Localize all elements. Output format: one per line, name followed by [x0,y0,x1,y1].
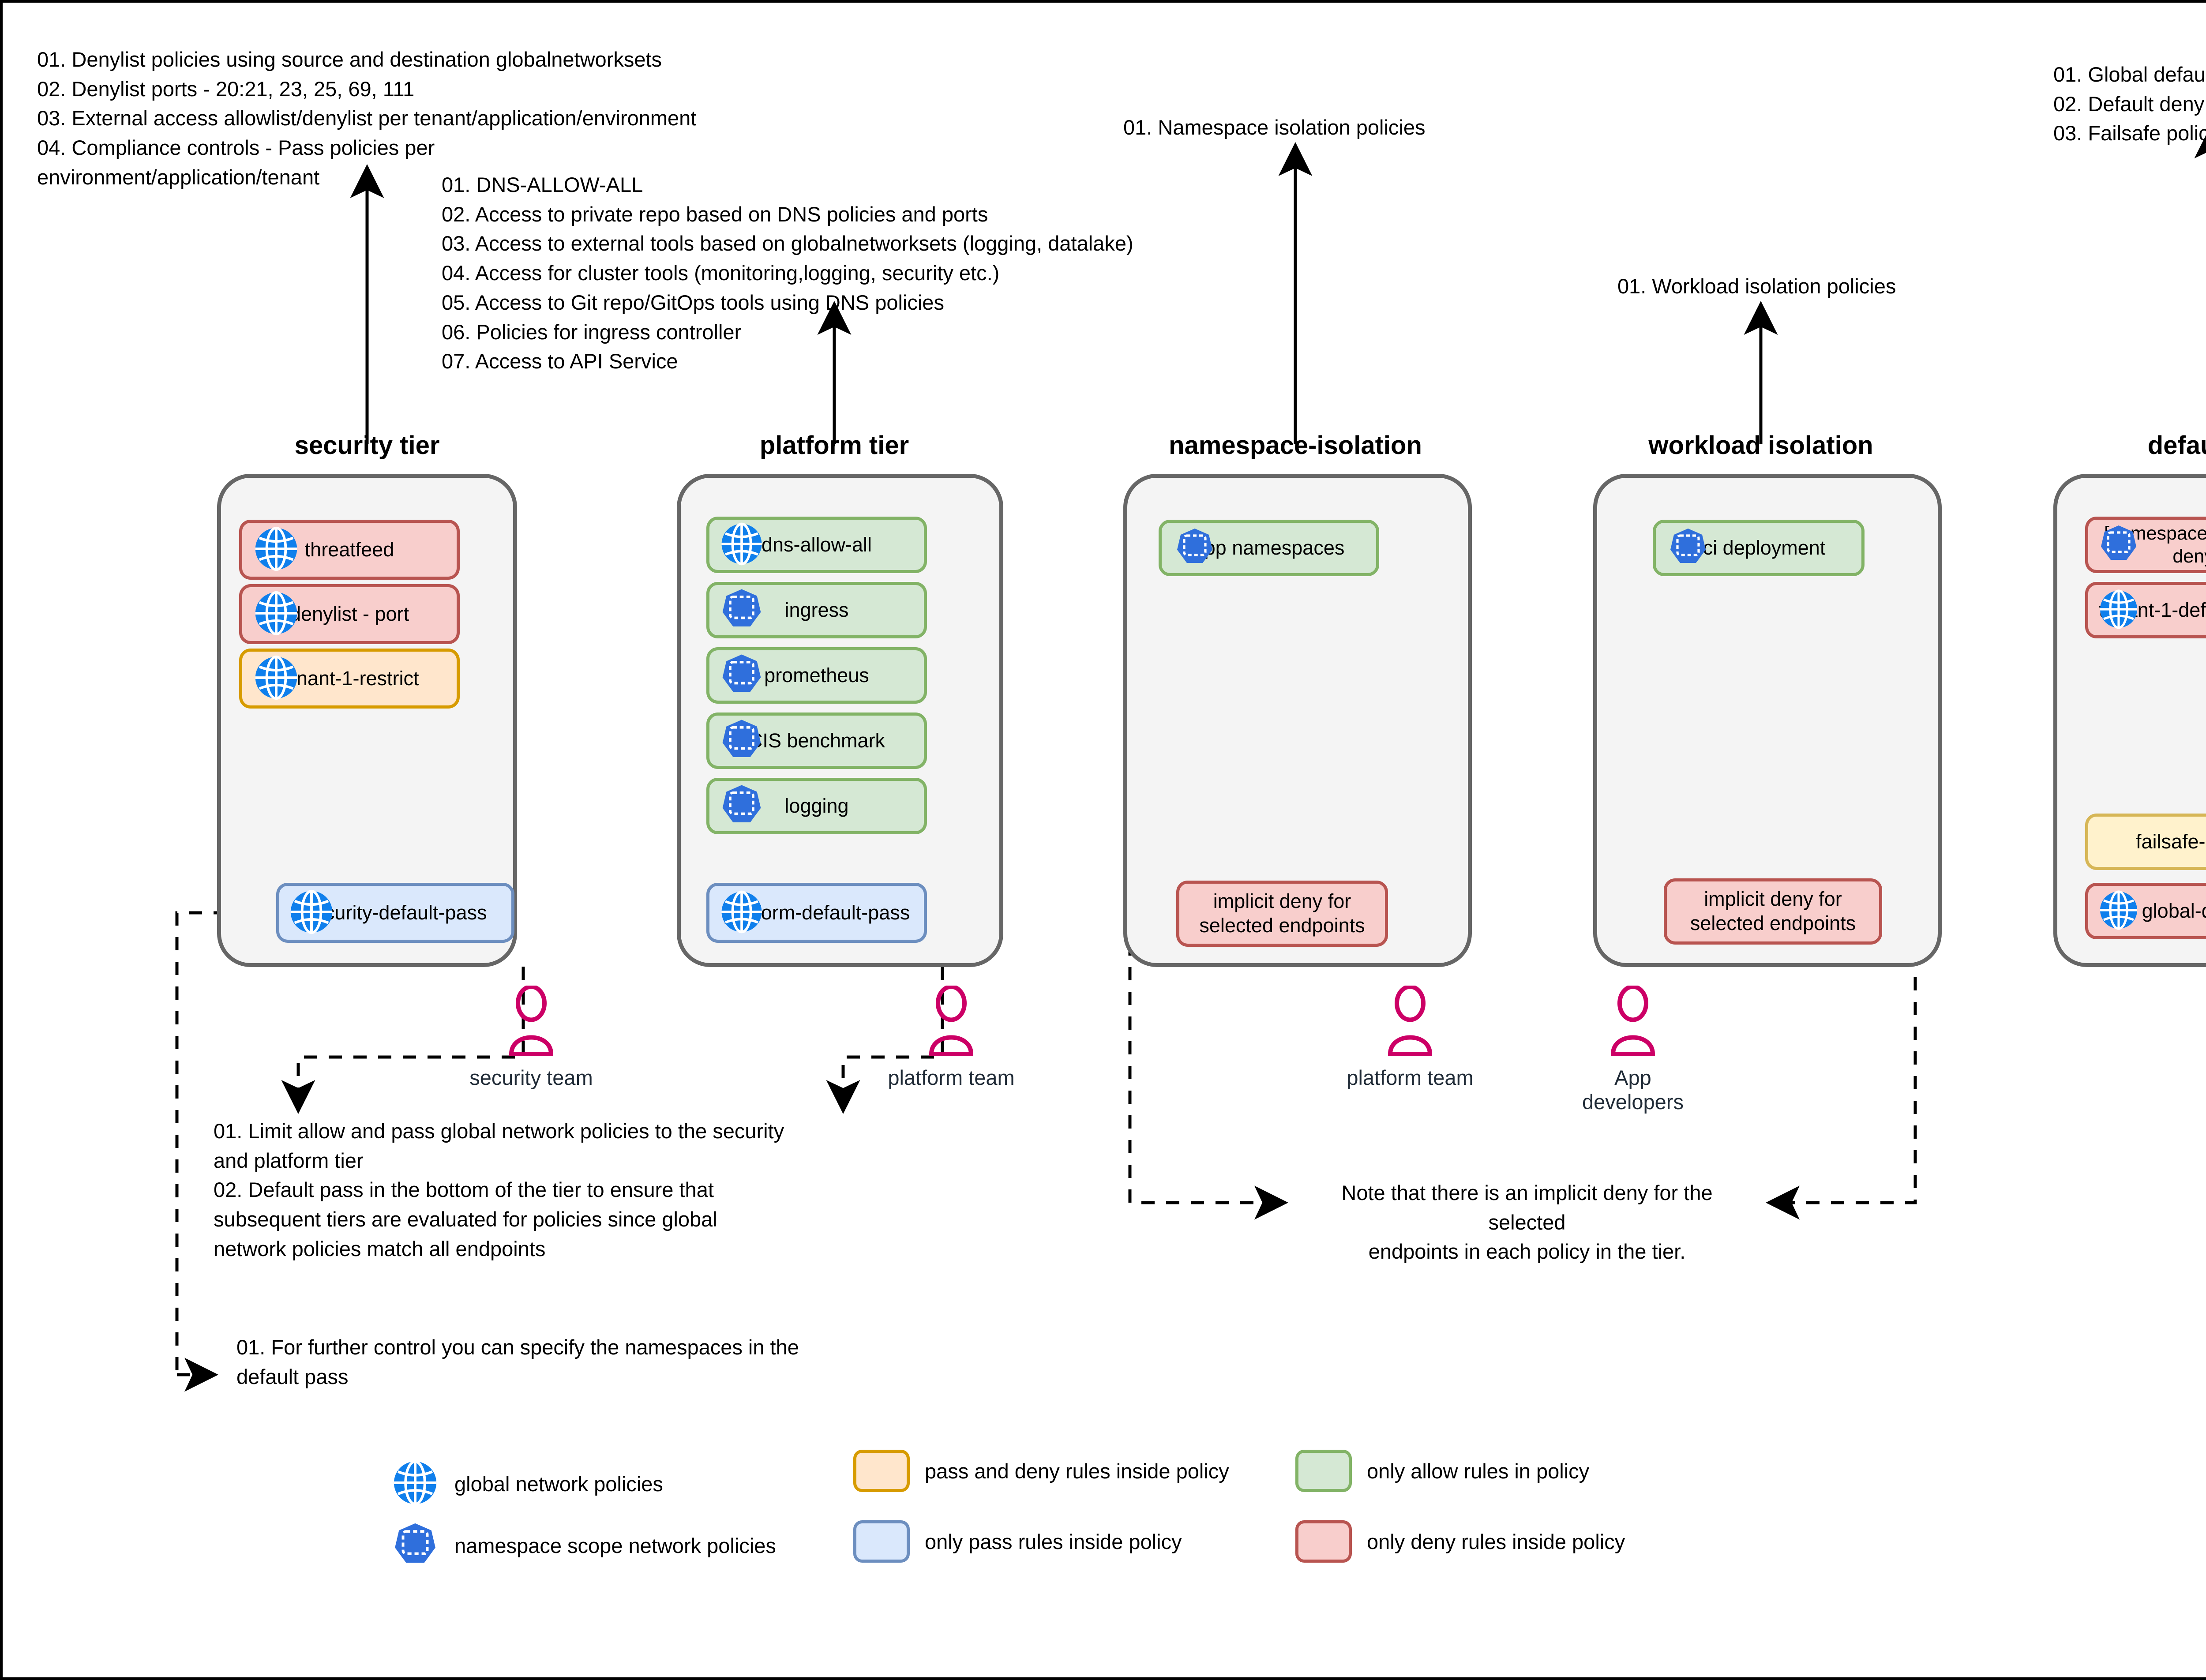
persona-platform-team-1: platform team [885,984,1017,1090]
globe-icon [2097,889,2140,934]
tier-title-platform: platform tier [759,431,909,460]
persona-label: platform team [1347,1066,1474,1089]
policy-namespace-implicit-deny[interactable]: implicit deny for selected endpoints [1176,881,1388,947]
user-icon [509,984,554,1056]
security-tier-notes: 01. Denylist policies using source and d… [37,48,697,189]
persona-platform-team-2: platform team [1344,984,1476,1090]
user-icon [1610,984,1655,1056]
policy-failsafe-allow[interactable]: failsafe-allow [2085,814,2206,870]
policy-workload-implicit-deny[interactable]: implicit deny for selected endpoints [1664,878,1882,945]
namespace-scope-icon [719,652,765,700]
legend-swatch-mixed [853,1450,910,1492]
legend-item-pass-and-deny: pass and deny rules inside policy [853,1450,1229,1492]
legend-label: only deny rules inside policy [1367,1530,1625,1553]
legend-label: global network policies [454,1472,663,1496]
namespace-scope-icon [719,586,765,634]
legend-item-global-network-policies: global network policies [391,1459,663,1509]
user-icon [1388,984,1433,1056]
tier-title-default: default tier [2147,431,2206,460]
legend-label: namespace scope network policies [454,1534,776,1557]
globe-icon [252,525,300,575]
legend-swatch-allow [1295,1450,1352,1492]
legend-label: only pass rules inside policy [925,1530,1182,1553]
globe-icon [252,654,300,704]
workload-isolation-notes: 01. Workload isolation policies [1617,274,1896,298]
tier-title-workload-isolation: workload isolation [1648,431,1873,460]
namespace-scope-icon [719,782,765,830]
tier-title-namespace-isolation: namespace-isolation [1169,431,1422,460]
legend-swatch-pass [853,1520,910,1563]
implicit-deny-note: Note that there is an implicit deny for … [1341,1181,1713,1264]
default-pass-guidance-note: 01. For further control you can specify … [236,1335,799,1388]
namespace-scope-icon [2097,523,2140,567]
persona-security-team-1: security team [465,984,597,1090]
legend-label: only allow rules in policy [1367,1459,1590,1483]
legend-item-only-deny: only deny rules inside policy [1295,1520,1625,1563]
namespace-scope-icon [1174,526,1216,570]
namespace-scope-icon [391,1520,439,1571]
namespace-isolation-notes: 01. Namespace isolation policies [1123,116,1426,139]
namespace-scope-icon [1667,526,1709,570]
persona-label: security team [469,1066,593,1089]
policy-namespace-default-deny[interactable]: [namespace]-default-deny [2085,517,2206,573]
persona-label: App developers [1582,1066,1684,1114]
default-tier-notes: 01. Global default deny 02. Default deny… [2053,63,2206,145]
globe-icon [288,888,335,938]
legend-label: pass and deny rules inside policy [925,1459,1229,1483]
globe-icon [719,889,765,937]
globe-icon [391,1459,439,1509]
persona-app-developers: App developers [1567,984,1699,1114]
legend-item-only-pass: only pass rules inside policy [853,1520,1182,1563]
persona-label: platform team [888,1066,1015,1089]
tier-title-security: security tier [294,431,440,460]
legend-item-namespace-scope-policies: namespace scope network policies [391,1520,776,1571]
globe-icon [2097,588,2140,633]
namespace-scope-icon [719,717,765,765]
user-icon [929,984,974,1056]
globe-icon [719,521,765,569]
platform-tier-notes: 01. DNS-ALLOW-ALL 02. Access to private … [442,173,1133,373]
policy-logging[interactable]: logging [706,778,927,834]
globe-icon [252,589,300,639]
legend-swatch-deny [1295,1520,1352,1563]
global-policy-guidance-note: 01. Limit allow and pass global network … [214,1119,784,1260]
legend-item-only-allow: only allow rules in policy [1295,1450,1589,1492]
